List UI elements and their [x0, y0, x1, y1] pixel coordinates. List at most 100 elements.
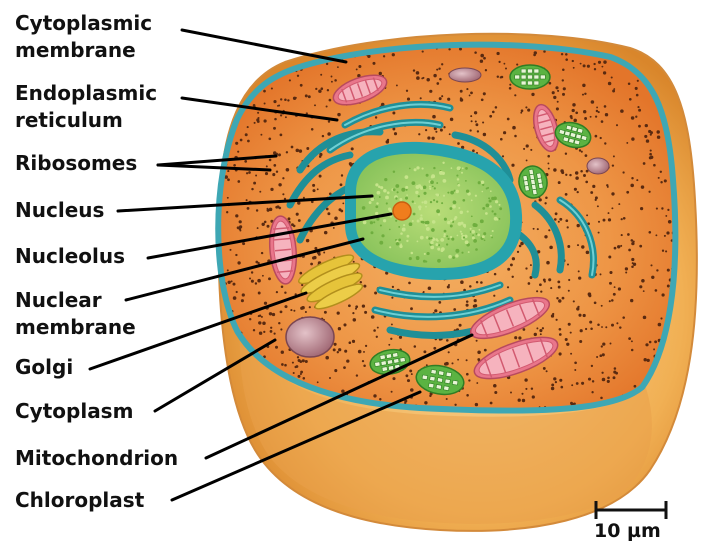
ribosome-dot	[270, 187, 274, 192]
chromatin-dot	[440, 238, 445, 242]
ribosome-dot	[632, 262, 637, 267]
ribosome-dot	[242, 242, 246, 246]
ribosome-dot	[520, 241, 524, 246]
ribosome-dot	[278, 206, 282, 210]
chromatin-dot	[491, 210, 494, 213]
ribosome-dot	[261, 222, 265, 227]
chromatin-dot	[429, 200, 433, 204]
ribosome-dot	[232, 296, 237, 300]
ribosome-dot	[581, 245, 585, 249]
ribosome-dot	[380, 102, 385, 107]
chromatin-dot	[449, 207, 453, 210]
ribosome-dot	[594, 134, 598, 138]
ribosome-dot	[299, 83, 303, 87]
ribosome-dot	[491, 110, 495, 114]
ribosome-dot	[489, 401, 493, 405]
ribosome-dot	[247, 47, 251, 49]
ribosome-dot	[275, 290, 279, 294]
ribosome-dot	[576, 307, 580, 311]
ribosome-dot	[313, 255, 317, 260]
ribosome-dot	[390, 337, 393, 340]
chromatin-dot	[387, 207, 392, 211]
chromatin-dot	[450, 167, 453, 169]
ribosome-dot	[325, 62, 329, 66]
ribosome-dot	[590, 191, 594, 194]
ribosome-dot	[337, 66, 339, 68]
ribosome-dot	[569, 331, 572, 334]
ribosome-dot	[517, 398, 521, 402]
ribosome-dot	[395, 84, 398, 87]
ribosome-dot	[556, 100, 559, 103]
ribosome-dot	[566, 263, 570, 266]
ribosome-dot	[562, 92, 565, 96]
label-nucleus: Nucleus	[15, 198, 105, 222]
ribosome-dot	[325, 105, 328, 108]
ribosome-dot	[466, 394, 469, 397]
chromatin-dot	[423, 191, 427, 195]
chromatin-dot	[426, 252, 430, 256]
ribosome-dot	[555, 86, 559, 90]
ribosome-dot	[449, 117, 454, 122]
ribosome-dot	[582, 313, 586, 318]
ribosome-dot	[341, 389, 345, 393]
ribosome-dot	[275, 345, 278, 349]
ribosome-dot	[318, 89, 322, 93]
ribosome-dot	[269, 330, 273, 333]
ribosome-dot	[595, 109, 599, 113]
ribosome-dot	[465, 359, 468, 362]
ribosome-dot	[421, 50, 424, 53]
ribosome-dot	[447, 351, 450, 354]
ribosome-dot	[609, 270, 613, 275]
ribosome-dot	[642, 290, 645, 292]
ribosome-dot	[375, 335, 378, 338]
chromatin-dot	[425, 220, 430, 225]
ribosome-dot	[349, 163, 353, 167]
ribosome-dot	[469, 129, 472, 132]
er-highlights	[329, 103, 595, 318]
ribosome-dot	[260, 315, 263, 318]
chromatin-dot	[441, 202, 444, 205]
ribosome-dot	[468, 379, 471, 382]
ribosome-dot	[436, 82, 440, 85]
ribosome-dot	[648, 156, 652, 160]
chromatin-dot	[456, 166, 461, 171]
ribosome-dot	[222, 105, 226, 109]
ribosome-dot	[533, 53, 536, 57]
ribosome-dot	[355, 68, 358, 71]
chloroplast-shape	[509, 64, 551, 90]
ribosome-dot	[511, 163, 515, 167]
ribosome-dot	[273, 100, 277, 104]
ribosome-dot	[622, 171, 625, 174]
ribosome-dot	[616, 322, 619, 325]
ribosome-dot	[290, 47, 294, 48]
ribosome-dot	[390, 323, 393, 326]
ribosome-dot	[588, 294, 592, 298]
chromatin-dot	[456, 178, 460, 181]
ribosome-dot	[514, 94, 517, 97]
chromatin-dot	[445, 243, 449, 246]
chromatin-dot	[418, 205, 422, 209]
label-golgi: Golgi	[15, 355, 74, 379]
chromatin-dot	[454, 215, 458, 219]
ribosome-dot	[649, 133, 652, 136]
ribosome-dot	[410, 388, 414, 392]
ribosome-dot	[340, 174, 344, 177]
chromatin-dot	[422, 259, 426, 263]
ribosome-dot	[338, 208, 342, 212]
ribosome-dot	[578, 313, 582, 317]
chromatin-dot	[481, 235, 485, 239]
ribosome-dot	[373, 329, 376, 332]
ribosome-dot	[215, 119, 218, 122]
ribosome-dot	[346, 359, 350, 363]
ribosome-dot	[665, 250, 668, 253]
chromatin-dot	[431, 220, 436, 224]
ribosome-dot	[546, 260, 550, 265]
ribosome-dot	[285, 151, 289, 154]
ribosome-dot	[215, 397, 217, 399]
ribosome-dot	[410, 307, 413, 311]
golgi-shape	[297, 254, 364, 310]
ribosome-dot	[539, 329, 543, 333]
chromatin-dot	[462, 198, 466, 202]
ribosome-dot	[297, 201, 301, 205]
ribosome-dot	[670, 239, 673, 242]
